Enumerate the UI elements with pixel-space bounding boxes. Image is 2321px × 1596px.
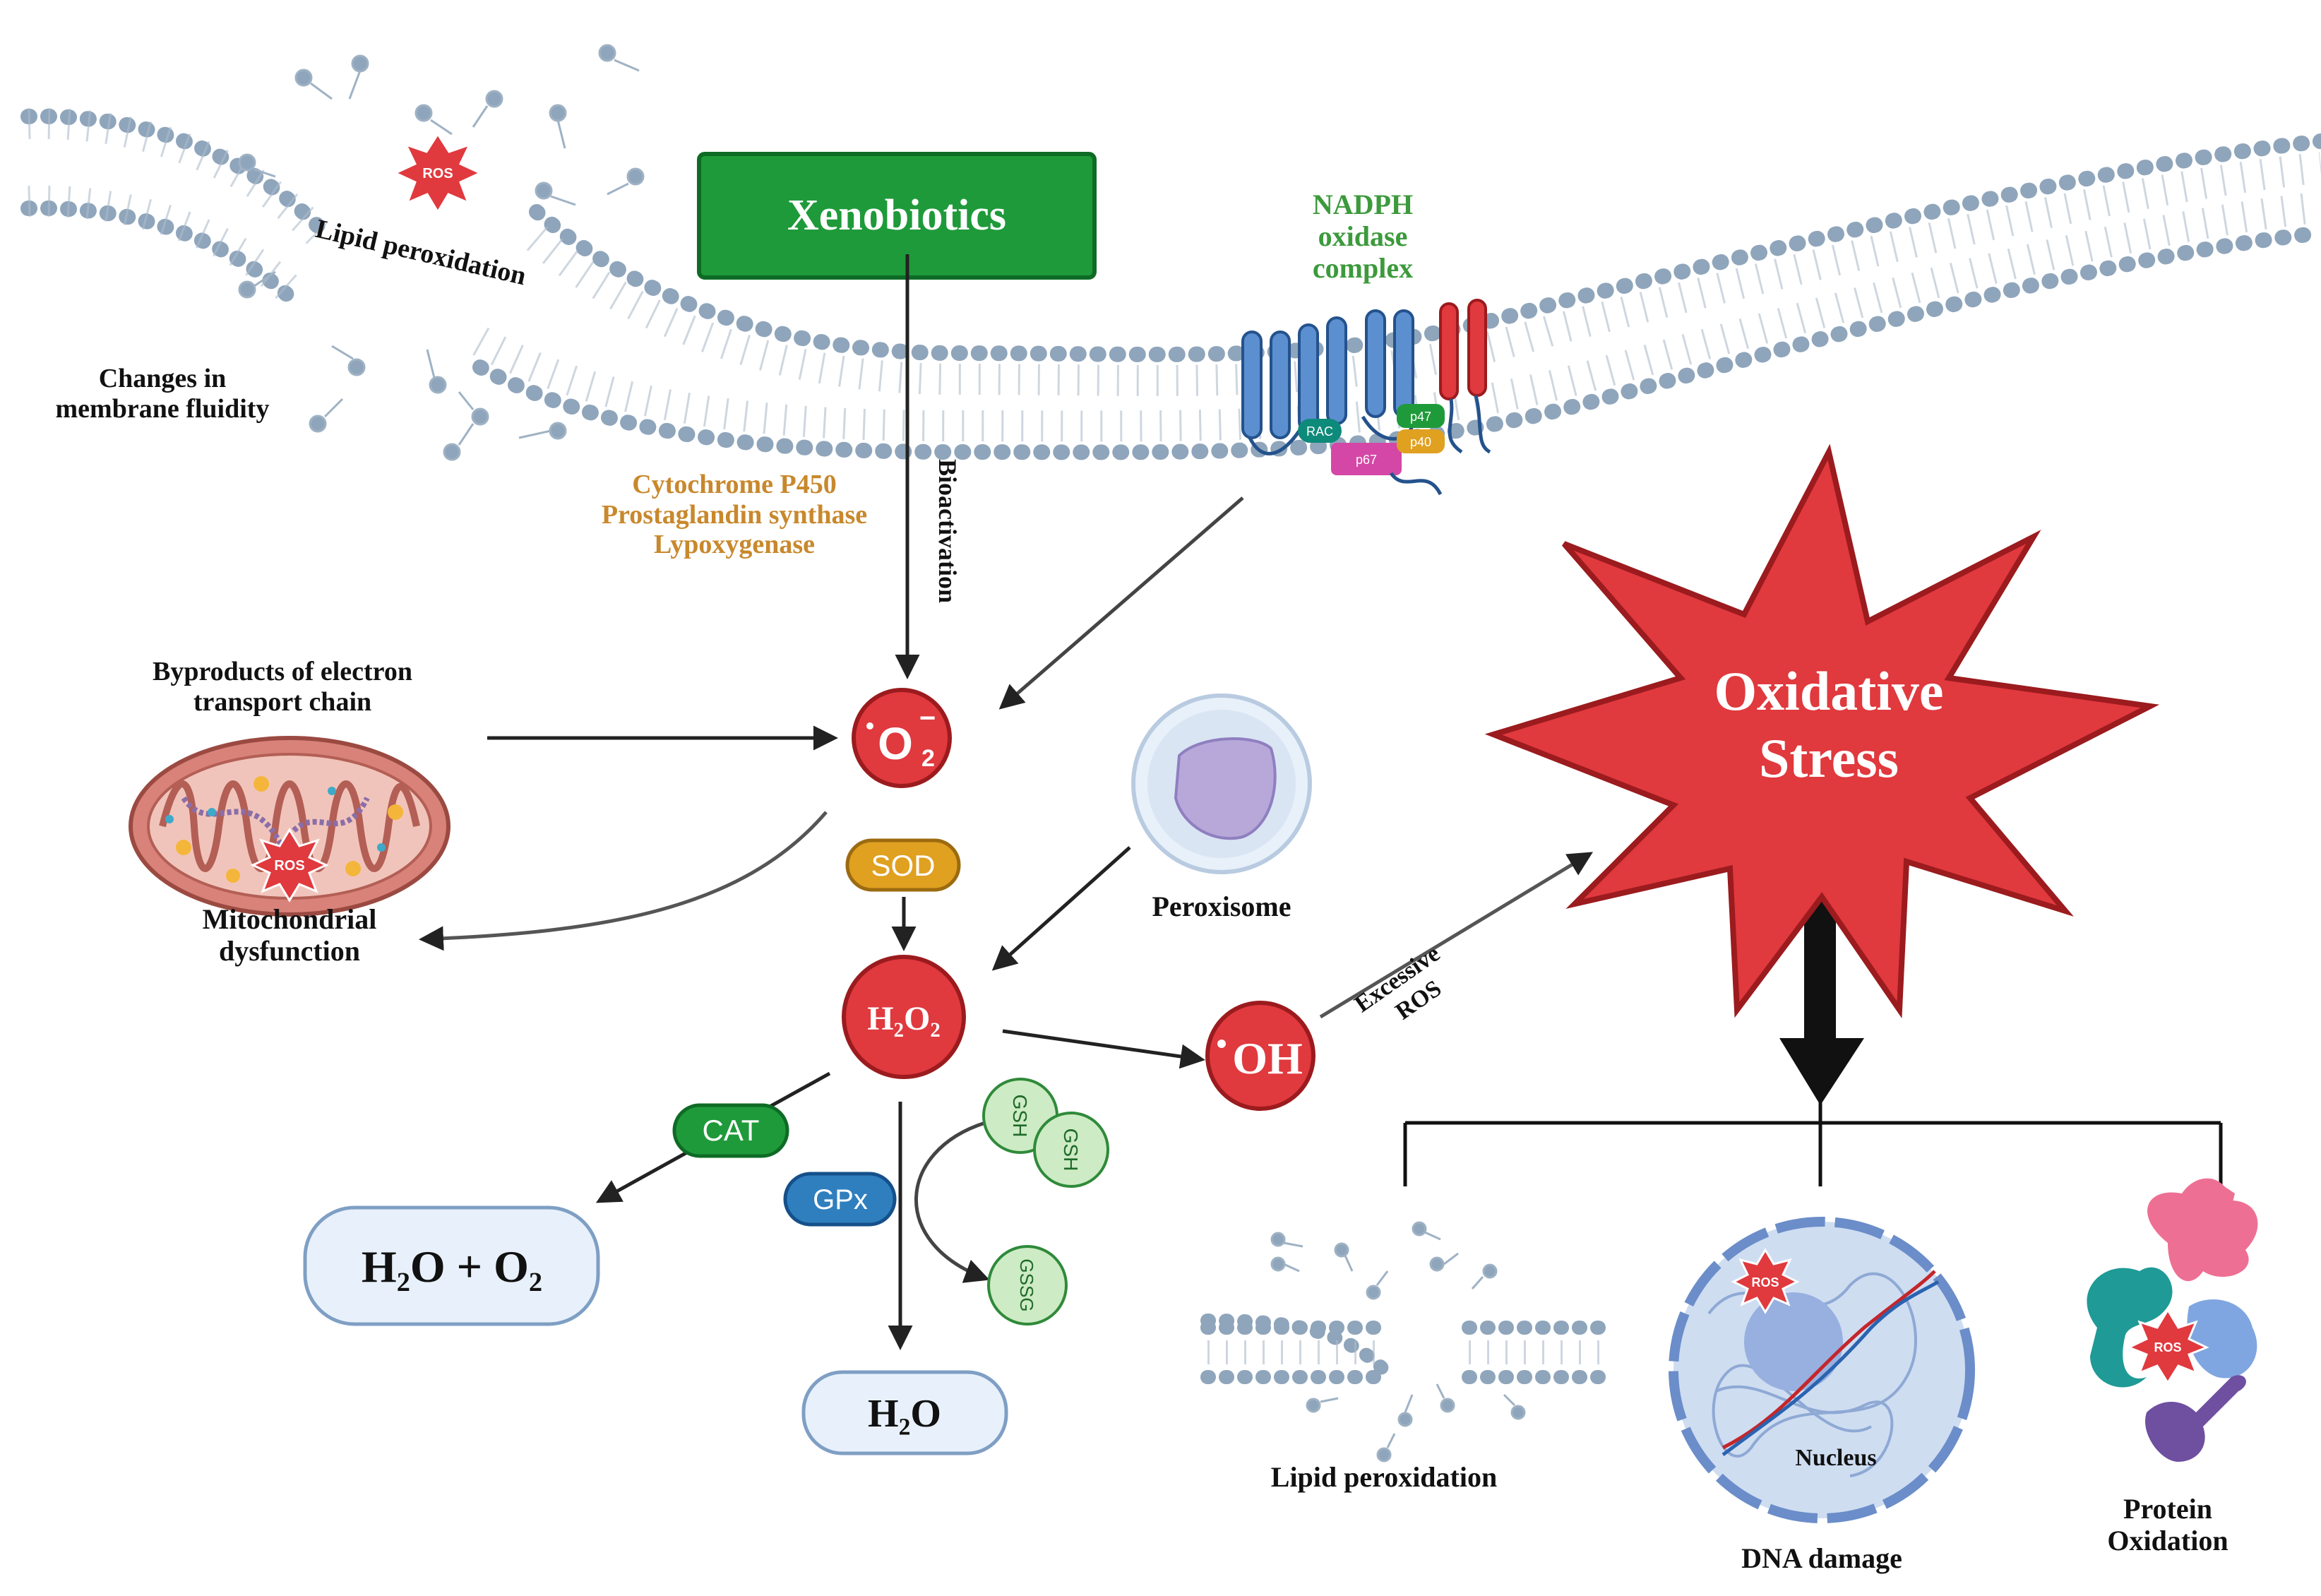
enzymes-label: Cytochrome P450 Prostaglandin synthase L…: [572, 470, 897, 560]
enzyme-prostaglandin: Prostaglandin synthase: [601, 499, 868, 530]
mitochondrion-icon: ROS: [129, 736, 451, 917]
mito-line1: Mitochondrial: [202, 903, 377, 935]
membrane-fluidity-line1: Changes in: [98, 364, 227, 393]
dna-damage-label: DNA damage: [1741, 1542, 1902, 1574]
gsh-label-2: GSH: [1060, 1128, 1082, 1172]
protein-line2: Oxidation: [2107, 1524, 2228, 1556]
sod-label: SOD: [871, 849, 935, 882]
lipid-peroxidation-bottom-label: Lipid peroxidation: [1270, 1461, 1498, 1493]
ros-label-mito: ROS: [274, 858, 304, 874]
outcomes-bracket: [1403, 1102, 2223, 1186]
gsh-molecules: GSH GSH: [982, 1078, 1109, 1188]
p67-label: p67: [1356, 453, 1377, 467]
nadph-line3: complex: [1312, 251, 1414, 284]
h2o-o2-label: H₂O + O₂: [362, 1241, 542, 1292]
protein-line1: Protein: [2123, 1493, 2212, 1525]
nadph-line1: NADPH: [1312, 189, 1414, 220]
bioactivation-label: Bioactivation: [933, 459, 962, 603]
nucleus-label: Nucleus: [1795, 1445, 1876, 1471]
protein-oxidation-label: Protein Oxidation: [2062, 1493, 2274, 1557]
arrows: [419, 254, 1593, 1350]
ros-label-nucleus: ROS: [1751, 1275, 1779, 1290]
membrane-fluidity-line2: membrane fluidity: [55, 393, 270, 424]
h2o2-label: H₂O₂: [867, 1000, 940, 1037]
scattered-lipids-top: [238, 44, 645, 461]
superoxide-sub: 2: [921, 745, 935, 772]
oh-label: OH: [1232, 1033, 1303, 1083]
mito-dysfunction-label: Mitochondrial dysfunction: [141, 903, 438, 967]
cat-enzyme: CAT: [672, 1103, 789, 1158]
membrane-fluidity-label: Changes in membrane fluidity: [28, 364, 297, 424]
etc-line1: Byproducts of electron: [152, 657, 412, 686]
nadph-line2: oxidase: [1318, 220, 1408, 252]
gpx-enzyme: GPx: [783, 1172, 897, 1227]
xenobiotics-box: Xenobiotics: [697, 152, 1097, 280]
nadph-arrow: [998, 496, 1244, 710]
mito-line2: dysfunction: [218, 934, 361, 967]
ros-label-protein: ROS: [2154, 1340, 2181, 1354]
p40-label: p40: [1410, 435, 1431, 449]
h2o2-oh-arrow: [1002, 1029, 1205, 1069]
enzyme-cyp450: Cytochrome P450: [632, 470, 837, 499]
h2o-o2-product: H₂O + O₂: [303, 1205, 600, 1326]
nadph-oxidase-complex: RAC p67 p47 p40: [1241, 299, 1491, 496]
stress-label: Stress: [1759, 727, 1899, 789]
etc-label: Byproducts of electron transport chain: [106, 657, 459, 717]
peroxisome-icon: [1131, 693, 1312, 874]
gsh-gssg-arrow: [914, 1121, 990, 1283]
oxidative-label: Oxidative: [1714, 660, 1944, 722]
mito-dysfunction-arrow: [419, 811, 828, 951]
gsh-label-1: GSH: [1009, 1095, 1031, 1138]
xenobiotics-label: Xenobiotics: [787, 191, 1006, 239]
h2o-label: H₂O: [868, 1392, 941, 1436]
hydroxyl-node: OH: [1205, 1001, 1315, 1111]
sod-enzyme: SOD: [845, 838, 961, 892]
oxidative-stress-star: Oxidative Stress: [1484, 443, 2160, 1019]
peroxisome-arrow: [991, 846, 1131, 971]
superoxide-label: O: [878, 718, 913, 769]
cell-membrane: [20, 106, 2321, 460]
lipid-peroxidation-top-label: Lipid peroxidation: [313, 214, 529, 291]
gpx-label: GPx: [813, 1184, 868, 1215]
superoxide-sup: −: [919, 703, 936, 734]
cat-label: CAT: [703, 1114, 760, 1147]
gssg-molecule: GSSG: [987, 1245, 1068, 1326]
nadph-label: NADPH oxidase complex: [1257, 189, 1469, 284]
ros-star-membrane: ROS: [393, 132, 483, 214]
h2o2-node: H₂O₂: [842, 955, 966, 1079]
etc-line2: transport chain: [193, 686, 372, 717]
rac-label: RAC: [1306, 424, 1333, 439]
peroxisome-label: Peroxisome: [1152, 891, 1291, 922]
nucleus-icon: ROS Nucleus: [1669, 1217, 1975, 1523]
enzyme-lypoxygenase: Lypoxygenase: [653, 530, 816, 560]
ros-label: ROS: [422, 166, 453, 181]
superoxide-node: O 2 −: [852, 688, 952, 788]
excessive-ros-arrow: [1319, 852, 1593, 1019]
protein-icon: ROS: [2087, 1178, 2258, 1462]
gssg-label: GSSG: [1016, 1258, 1037, 1311]
lipid-peroxidation-membrane: [1200, 1221, 1617, 1463]
p47-label: p47: [1410, 410, 1431, 424]
h2o-product: H₂O: [801, 1370, 1008, 1455]
